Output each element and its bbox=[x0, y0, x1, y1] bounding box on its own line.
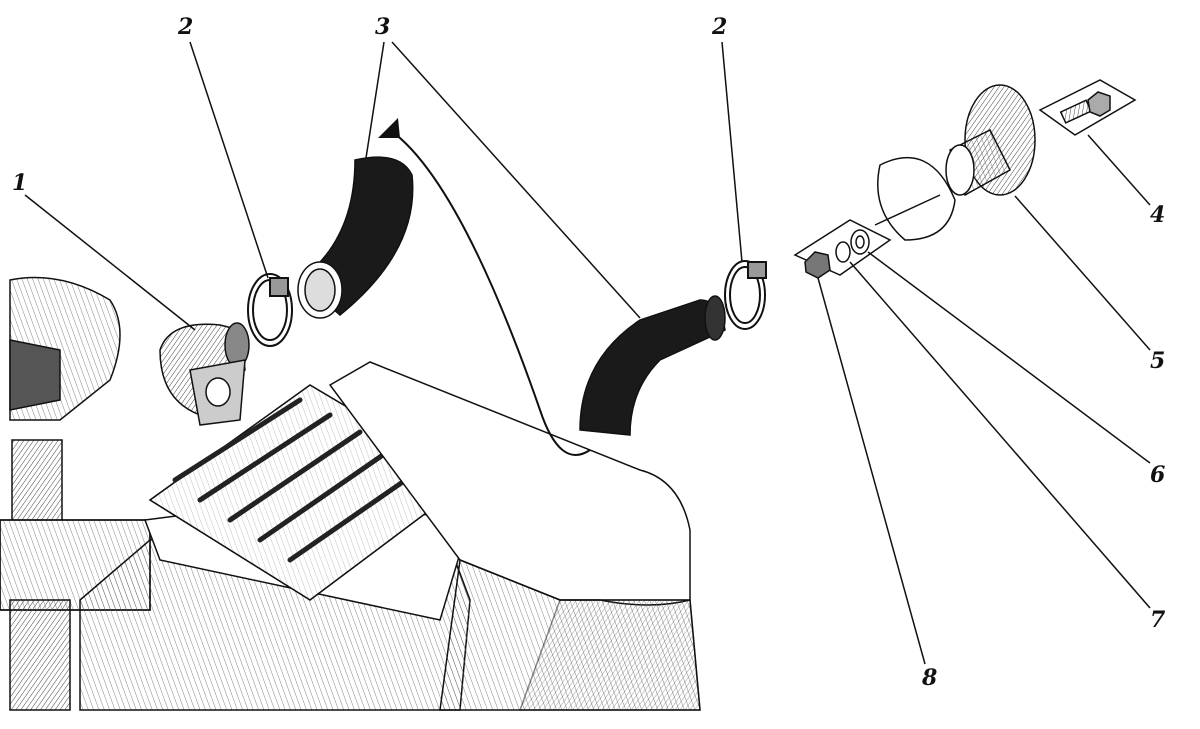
air-cleaner-housing bbox=[328, 361, 701, 711]
callout-8: 8 bbox=[922, 665, 938, 691]
callout-1: 1 bbox=[12, 170, 28, 196]
flange-pipe bbox=[945, 84, 1036, 197]
gasket bbox=[877, 156, 956, 241]
hose-upper bbox=[297, 156, 414, 319]
callout-6: 6 bbox=[1150, 462, 1166, 488]
fastener-group bbox=[793, 219, 892, 279]
assembly-arrow bbox=[389, 129, 591, 456]
hose-clamp-left bbox=[247, 273, 293, 347]
callout-2-left: 2 bbox=[178, 14, 194, 40]
callout-5: 5 bbox=[1150, 348, 1166, 374]
callout-7: 7 bbox=[1150, 607, 1166, 633]
hose-clamp-right bbox=[724, 260, 767, 330]
leader-lines bbox=[24, 41, 1151, 665]
callout-3: 3 bbox=[375, 14, 391, 40]
bolt bbox=[1038, 79, 1137, 136]
hose-lower bbox=[579, 295, 726, 436]
arrow-head bbox=[378, 118, 400, 138]
callout-4: 4 bbox=[1150, 202, 1166, 228]
callout-2-right: 2 bbox=[712, 14, 728, 40]
elbow-part bbox=[159, 322, 250, 426]
